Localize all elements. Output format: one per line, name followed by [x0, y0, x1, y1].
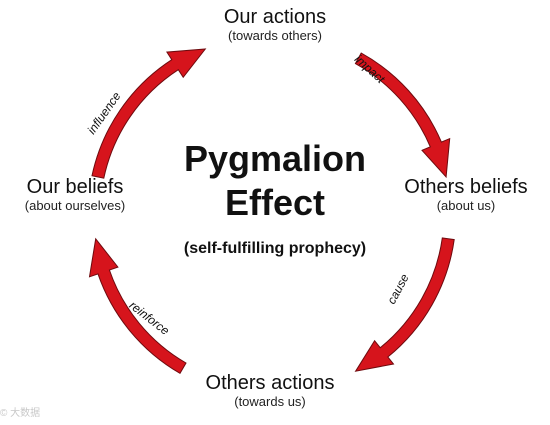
node-our-actions-label: Our actions [223, 6, 327, 28]
node-others-beliefs-sublabel: (about us) [436, 198, 496, 213]
node-our-actions: Our actions (towards others) [185, 6, 365, 44]
node-others-beliefs: Others beliefs (about us) [382, 176, 550, 214]
watermark: © 大数据 [0, 408, 41, 419]
diagram-title-line2: Effect [224, 182, 326, 223]
node-others-actions-label: Others actions [205, 372, 335, 394]
arrow-impact [354, 52, 451, 179]
arrow-influence [91, 48, 207, 179]
node-our-beliefs: Our beliefs (about ourselves) [0, 176, 150, 214]
arrow-cause [354, 237, 455, 372]
node-our-actions-sublabel: (towards others) [228, 28, 322, 43]
diagram-title-line1: Pygmalion [183, 138, 367, 179]
cycle-arrows [88, 48, 455, 374]
node-our-beliefs-sublabel: (about ourselves) [24, 198, 126, 213]
diagram-subtitle: (self-fulfilling prophecy) [183, 240, 367, 257]
node-others-actions-sublabel: (towards us) [234, 394, 306, 409]
arrow-reinforce [88, 237, 187, 374]
node-our-beliefs-label: Our beliefs [26, 176, 124, 198]
node-others-beliefs-label: Others beliefs [404, 176, 528, 198]
node-others-actions: Others actions (towards us) [170, 372, 370, 410]
